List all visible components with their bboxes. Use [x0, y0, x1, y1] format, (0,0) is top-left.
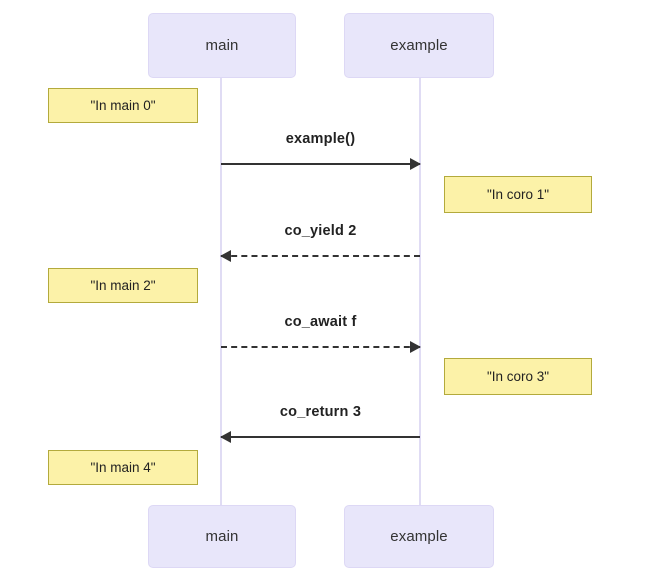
note-in-main-2: "In main 2": [48, 268, 198, 303]
participant-main-top-label: main: [205, 37, 239, 54]
participant-main-bottom[interactable]: main: [148, 505, 296, 568]
arrowhead-right-icon: [410, 158, 421, 170]
message-co-yield-2: co_yield 2: [220, 223, 420, 262]
note-in-main-4-text: "In main 4": [90, 460, 156, 475]
message-example-call-label: example(): [285, 131, 356, 147]
note-in-coro-1: "In coro 1": [444, 176, 592, 213]
message-co-return-3: co_return 3: [220, 404, 420, 443]
note-in-main-0: "In main 0": [48, 88, 198, 123]
message-example-call: example(): [221, 131, 421, 170]
message-co-await-f: co_await f: [221, 314, 421, 353]
arrowhead-left-icon: [220, 431, 231, 443]
message-co-return-3-line: [220, 431, 420, 443]
lifeline-main: [220, 78, 222, 505]
message-co-await-f-line: [221, 341, 421, 353]
lifeline-example: [419, 78, 421, 505]
note-in-main-2-text: "In main 2": [90, 278, 156, 293]
participant-example-top[interactable]: example: [344, 13, 494, 78]
message-co-return-3-label: co_return 3: [279, 404, 362, 420]
message-co-yield-2-line: [220, 250, 420, 262]
message-co-yield-2-label: co_yield 2: [284, 223, 357, 239]
arrowhead-right-icon: [410, 341, 421, 353]
participant-main-top[interactable]: main: [148, 13, 296, 78]
arrowhead-left-icon: [220, 250, 231, 262]
participant-example-bottom-label: example: [390, 528, 448, 545]
participant-example-bottom[interactable]: example: [344, 505, 494, 568]
participant-example-top-label: example: [390, 37, 448, 54]
note-in-coro-3: "In coro 3": [444, 358, 592, 395]
note-in-coro-1-text: "In coro 1": [486, 187, 550, 202]
message-example-call-line: [221, 158, 421, 170]
participant-main-bottom-label: main: [205, 528, 239, 545]
note-in-main-0-text: "In main 0": [90, 98, 156, 113]
note-in-coro-3-text: "In coro 3": [486, 369, 550, 384]
note-in-main-4: "In main 4": [48, 450, 198, 485]
message-co-await-f-label: co_await f: [284, 314, 357, 330]
